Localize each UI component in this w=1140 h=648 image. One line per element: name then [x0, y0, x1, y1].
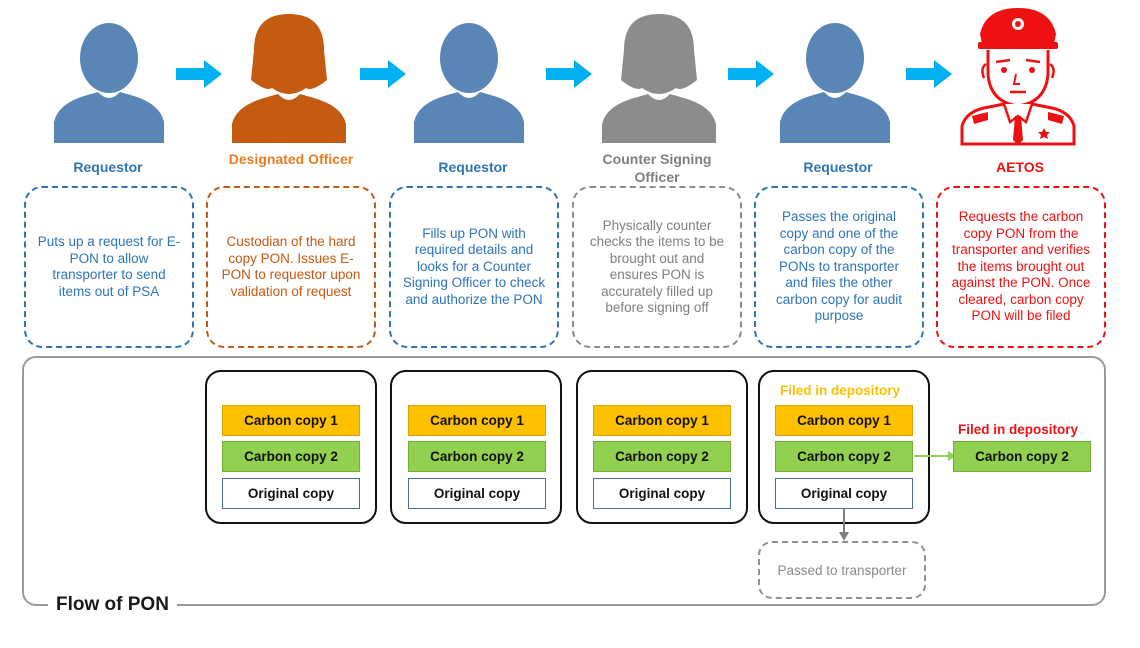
flow-of-pon-container: [22, 356, 1106, 606]
requestor-avatar-icon: [414, 23, 524, 143]
carbon-copy-1: Carbon copy 1: [775, 405, 913, 436]
carbon-copy-1: Carbon copy 1: [222, 405, 360, 436]
original-copy: Original copy: [222, 478, 360, 509]
security-guard-avatar-icon: [960, 8, 1076, 146]
filed-in-depository-label: Filed in depository: [780, 383, 901, 398]
connector-arrow-icon: [914, 451, 956, 461]
role-label-counter-signing-officer: Counter Signing Officer: [602, 151, 712, 185]
flow-arrow-icon: [728, 60, 774, 88]
original-copy: Original copy: [593, 478, 731, 509]
original-copy: Original copy: [775, 478, 913, 509]
carbon-copy-2: Carbon copy 2: [408, 441, 546, 472]
connector-down-arrow-icon: [839, 508, 849, 541]
role-description-text: Puts up a request for E-PON to allow tra…: [37, 234, 181, 299]
filed-in-depository-label: Filed in depository: [958, 422, 1079, 437]
carbon-copy-2-filed: Carbon copy 2: [953, 441, 1091, 472]
role-description-box: Physically counter checks the items to b…: [572, 186, 742, 348]
requestor-avatar-icon: [54, 23, 164, 143]
requestor-avatar-icon: [780, 23, 890, 143]
role-description-text: Requests the carbon copy PON from the tr…: [951, 209, 1091, 324]
role-description-box: Requests the carbon copy PON from the tr…: [936, 186, 1106, 348]
role-description-text: Physically counter checks the items to b…: [589, 217, 725, 316]
original-copy: Original copy: [408, 478, 546, 509]
role-description-box: Passes the original copy and one of the …: [754, 186, 924, 348]
flow-arrow-icon: [906, 60, 952, 88]
carbon-copy-2: Carbon copy 2: [593, 441, 731, 472]
passed-to-transporter-text: Passed to transporter: [777, 562, 907, 578]
carbon-copy-1: Carbon copy 1: [593, 405, 731, 436]
role-label-requestor: Requestor: [73, 159, 143, 175]
flow-arrow-icon: [546, 60, 592, 88]
role-description-box: Puts up a request for E-PON to allow tra…: [24, 186, 194, 348]
role-label-requestor: Requestor: [438, 159, 508, 175]
flow-of-pon-title: Flow of PON: [48, 594, 177, 616]
role-description-box: Custodian of the hard copy PON. Issues E…: [206, 186, 376, 348]
role-label-designated-officer: Designated Officer: [228, 151, 354, 167]
designated-officer-avatar-icon: [232, 14, 346, 143]
role-description-box: Fills up PON with required details and l…: [389, 186, 559, 348]
carbon-copy-1: Carbon copy 1: [408, 405, 546, 436]
role-description-text: Fills up PON with required details and l…: [402, 225, 546, 307]
passed-to-transporter-box: Passed to transporter: [758, 541, 926, 599]
role-description-text: Custodian of the hard copy PON. Issues E…: [221, 234, 361, 299]
role-label-requestor: Requestor: [803, 159, 873, 175]
flow-arrow-icon: [176, 60, 222, 88]
counter-signing-officer-avatar-icon: [602, 14, 716, 143]
role-label-aetos: AETOS: [996, 159, 1044, 175]
role-description-text: Passes the original copy and one of the …: [775, 209, 903, 324]
flow-arrow-icon: [360, 60, 406, 88]
carbon-copy-2: Carbon copy 2: [222, 441, 360, 472]
carbon-copy-2: Carbon copy 2: [775, 441, 913, 472]
